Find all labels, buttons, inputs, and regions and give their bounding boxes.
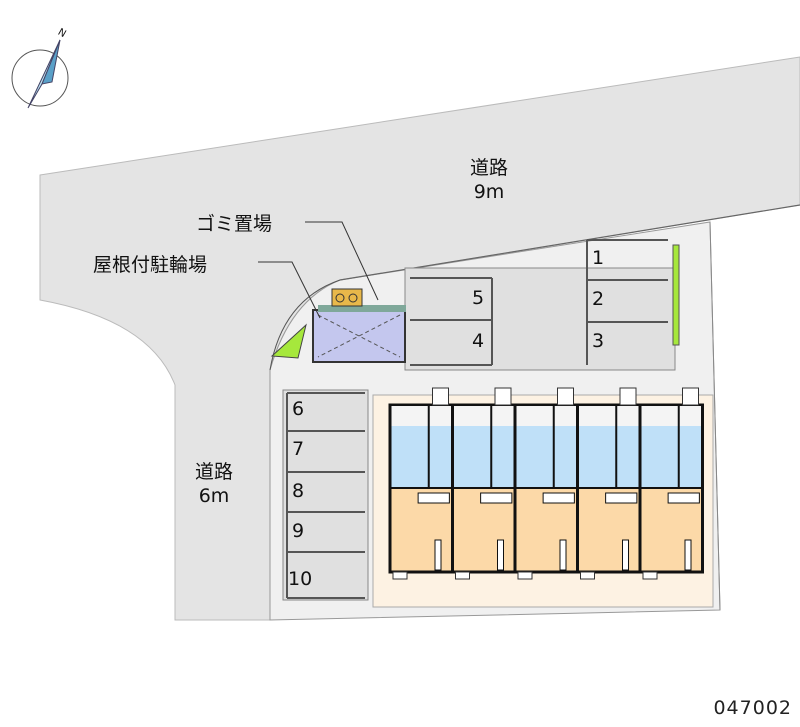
entrance [641, 406, 701, 426]
bicycle-shed [312, 309, 406, 363]
kitchen [542, 492, 575, 504]
road-north-name: 道路 [470, 157, 509, 179]
garbage-label: ゴミ置場 [196, 213, 273, 235]
green-area [270, 323, 307, 359]
wet-area [641, 426, 701, 488]
parking-space-2: 2 [592, 288, 605, 310]
closet [622, 539, 629, 571]
closet [497, 539, 504, 571]
property-code: 047002 [713, 697, 792, 719]
stair-icon [494, 387, 512, 406]
parking-space-10: 10 [288, 568, 313, 590]
balcony-step [517, 571, 533, 580]
apartment-units [388, 387, 704, 580]
parking-lot-west [282, 389, 369, 601]
kitchen [480, 492, 513, 504]
closet [434, 539, 442, 571]
parking-space-7: 7 [292, 438, 305, 460]
compass-icon [11, 39, 69, 109]
entrance [516, 406, 576, 426]
entrance [579, 406, 639, 426]
road-north-width: 9m [473, 181, 505, 203]
parking-space-9: 9 [292, 520, 305, 542]
balcony-step [580, 571, 595, 580]
road-north-label: 道路 9m [470, 156, 508, 204]
stair-icon [432, 387, 449, 406]
road-west-width: 6m [198, 485, 230, 507]
parking-space-8: 8 [292, 480, 305, 502]
wet-area [391, 426, 451, 488]
road-west-label: 道路 6m [195, 460, 233, 508]
wet-area [516, 426, 576, 488]
stair-icon [557, 387, 574, 406]
kitchen [667, 492, 700, 504]
closet [684, 539, 692, 571]
balcony-step [455, 571, 470, 580]
kitchen [605, 492, 638, 504]
entrance [454, 406, 514, 426]
bicycle-shed-label: 屋根付駐輪場 [93, 254, 208, 276]
parking-space-1: 1 [592, 247, 605, 269]
entrance [391, 406, 451, 426]
wet-area [454, 426, 514, 488]
road-west-name: 道路 [195, 461, 234, 483]
kitchen [417, 492, 450, 504]
closet [559, 539, 567, 571]
hedge [672, 244, 680, 346]
parking-space-5: 5 [472, 287, 485, 309]
stair-icon [619, 387, 637, 406]
wet-area [579, 426, 639, 488]
stair-icon [682, 387, 699, 406]
balcony-step [392, 571, 408, 580]
parking-space-3: 3 [592, 330, 605, 352]
parking-space-6: 6 [292, 398, 305, 420]
parking-space-4: 4 [472, 330, 485, 352]
balcony-step [642, 571, 658, 580]
